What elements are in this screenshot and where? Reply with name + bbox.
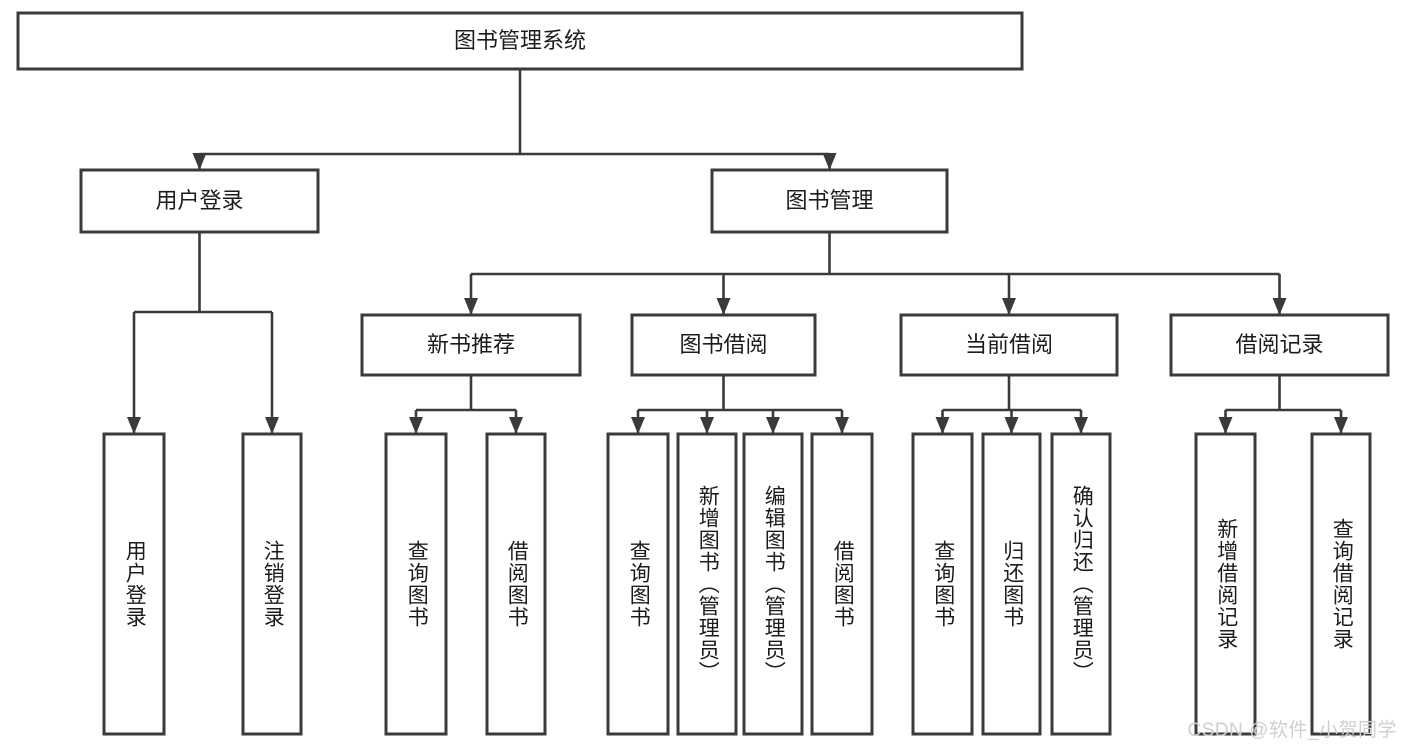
connector-arrowhead bbox=[766, 417, 780, 434]
node-box-current-borrow[interactable] bbox=[899, 313, 1119, 377]
node-box-leaf-query-record[interactable] bbox=[1310, 432, 1372, 736]
connector-arrowhead bbox=[1002, 298, 1016, 315]
node-box-leaf-add-record[interactable] bbox=[1194, 432, 1257, 736]
node-box-leaf-user-login[interactable] bbox=[102, 432, 166, 736]
node-box-leaf-logout[interactable] bbox=[241, 432, 303, 736]
node-box-leaf-query-book-rec[interactable] bbox=[384, 432, 448, 736]
node-box-leaf-return-book[interactable] bbox=[981, 432, 1042, 736]
connector-arrowhead bbox=[1334, 417, 1348, 434]
node-label-user-login: 用户登录 bbox=[155, 188, 243, 213]
connector-arrowhead bbox=[700, 417, 714, 434]
node-box-leaf-borrow-book[interactable] bbox=[810, 432, 874, 736]
watermark-text: CSDN @软件_小贺同学 bbox=[1187, 720, 1397, 741]
node-label-current-borrow: 当前借阅 bbox=[965, 332, 1053, 357]
node-box-leaf-query-book-cur[interactable] bbox=[911, 432, 974, 736]
connector-arrowhead bbox=[464, 298, 478, 315]
node-box-new-book-rec[interactable] bbox=[360, 313, 582, 377]
node-box-book-manage[interactable] bbox=[710, 168, 949, 234]
connector-arrowhead bbox=[631, 417, 645, 434]
node-box-user-login[interactable] bbox=[79, 168, 320, 234]
node-box-layer bbox=[16, 11, 1390, 736]
connector-arrowhead bbox=[409, 417, 423, 434]
node-label-root: 图书管理系统 bbox=[454, 28, 586, 53]
node-box-leaf-add-book[interactable] bbox=[676, 432, 738, 736]
connector-arrowhead bbox=[822, 153, 837, 170]
connector-arrowhead bbox=[127, 417, 141, 434]
connector-arrowhead bbox=[1004, 417, 1019, 434]
connector-arrowhead bbox=[265, 417, 279, 434]
node-label-new-book-rec: 新书推荐 bbox=[427, 332, 515, 357]
node-box-book-borrow[interactable] bbox=[630, 313, 817, 377]
connector-arrowhead bbox=[935, 417, 950, 434]
node-box-leaf-borrow-book-rec[interactable] bbox=[485, 432, 547, 736]
connector-arrowhead bbox=[192, 153, 207, 170]
connector-arrowhead bbox=[1074, 417, 1088, 434]
node-label-book-borrow: 图书借阅 bbox=[679, 332, 767, 357]
connector-arrowhead bbox=[716, 298, 731, 315]
connector-arrowhead bbox=[1272, 298, 1287, 315]
node-label-borrow-record: 借阅记录 bbox=[1235, 332, 1323, 357]
node-box-leaf-edit-book[interactable] bbox=[742, 432, 804, 736]
node-box-leaf-query-book[interactable] bbox=[606, 432, 670, 736]
node-label-book-manage: 图书管理 bbox=[785, 188, 873, 213]
node-box-leaf-confirm-return[interactable] bbox=[1050, 432, 1112, 736]
node-box-root[interactable] bbox=[16, 11, 1024, 71]
connector-layer bbox=[127, 69, 1348, 434]
node-box-borrow-record[interactable] bbox=[1169, 313, 1390, 377]
connector-arrowhead bbox=[1218, 417, 1233, 434]
connector-arrowhead bbox=[509, 417, 523, 434]
connector-arrowhead bbox=[835, 417, 849, 434]
